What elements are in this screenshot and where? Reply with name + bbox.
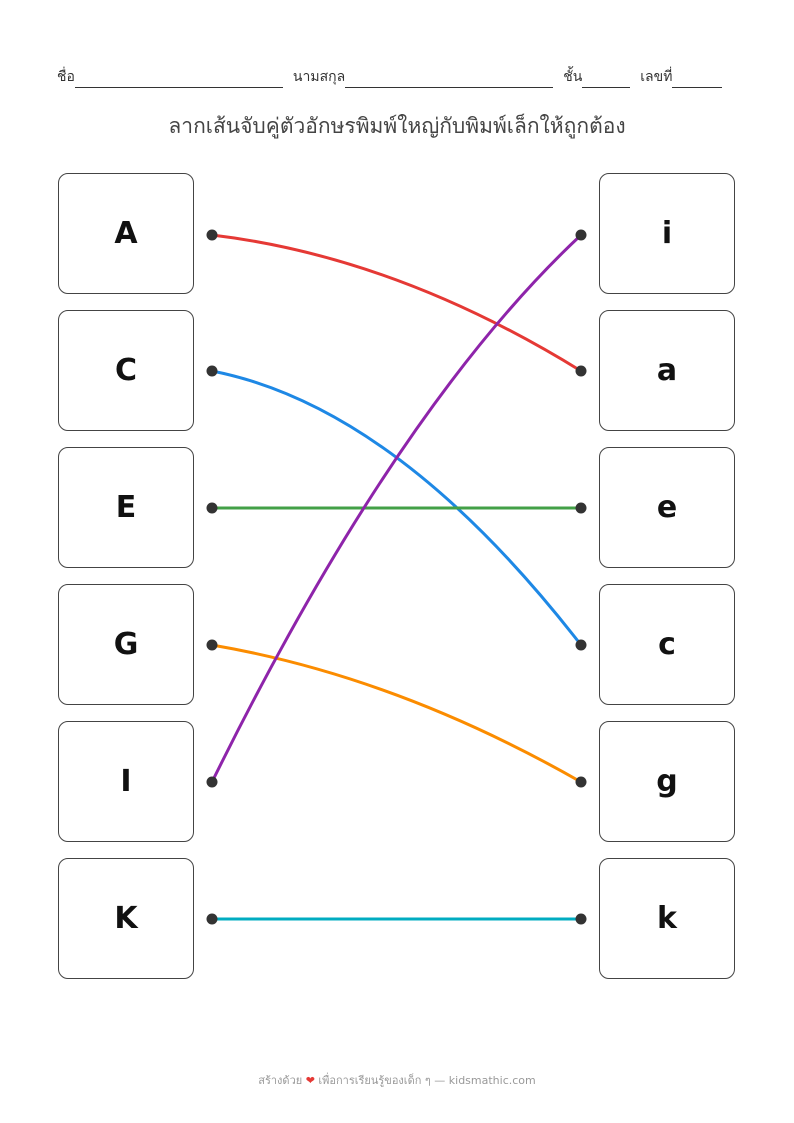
connector-dot[interactable] <box>206 776 218 788</box>
right-letter-card[interactable]: g <box>599 721 735 842</box>
connector-dot[interactable] <box>575 776 587 788</box>
left-letter-card[interactable]: I <box>58 721 194 842</box>
class-label: ชั้น <box>563 69 583 85</box>
connector-dot[interactable] <box>575 229 587 241</box>
match-line[interactable] <box>211 643 582 784</box>
connector-dot[interactable] <box>575 639 587 651</box>
left-letter-card[interactable]: A <box>58 173 194 294</box>
number-label: เลขที่ <box>640 69 673 85</box>
right-letter-card[interactable]: c <box>599 584 735 705</box>
right-letter-card[interactable]: e <box>599 447 735 568</box>
connector-dot[interactable] <box>206 229 218 241</box>
footer-credit: เพื่อการเรียนรู้ของเด็ก ๆ — kidsmathic.c… <box>318 1074 536 1087</box>
connector-dot[interactable] <box>575 365 587 377</box>
connector-dot[interactable] <box>575 502 587 514</box>
name-label: ชื่อ <box>57 69 75 85</box>
footer-prefix: สร้างด้วย <box>258 1074 303 1087</box>
surname-label: นามสกุล <box>292 69 346 85</box>
footer: สร้างด้วย ❤ เพื่อการเรียนรู้ของเด็ก ๆ — … <box>0 1071 794 1089</box>
number-field[interactable] <box>672 71 723 88</box>
heart-icon: ❤ <box>305 1074 315 1087</box>
connector-dot[interactable] <box>206 502 218 514</box>
match-line[interactable] <box>211 233 582 373</box>
left-letter-card[interactable]: C <box>58 310 194 431</box>
student-info: ชื่อ นามสกุล ชั้น เลขที่ <box>57 66 748 88</box>
right-letter-card[interactable]: k <box>599 858 735 979</box>
left-letter-card[interactable]: K <box>58 858 194 979</box>
connector-dot[interactable] <box>206 913 218 925</box>
match-line[interactable] <box>210 233 583 783</box>
left-letter-card[interactable]: E <box>58 447 194 568</box>
instruction-title: ลากเส้นจับคู่ตัวอักษรพิมพ์ใหญ่กับพิมพ์เล… <box>168 114 626 138</box>
connector-dot[interactable] <box>206 365 218 377</box>
surname-field[interactable] <box>345 71 554 88</box>
connector-dot[interactable] <box>575 913 587 925</box>
class-field[interactable] <box>582 71 631 88</box>
name-field[interactable] <box>74 71 283 88</box>
left-letter-card[interactable]: G <box>58 584 194 705</box>
right-letter-card[interactable]: a <box>599 310 735 431</box>
connector-dot[interactable] <box>206 639 218 651</box>
right-letter-card[interactable]: i <box>599 173 735 294</box>
